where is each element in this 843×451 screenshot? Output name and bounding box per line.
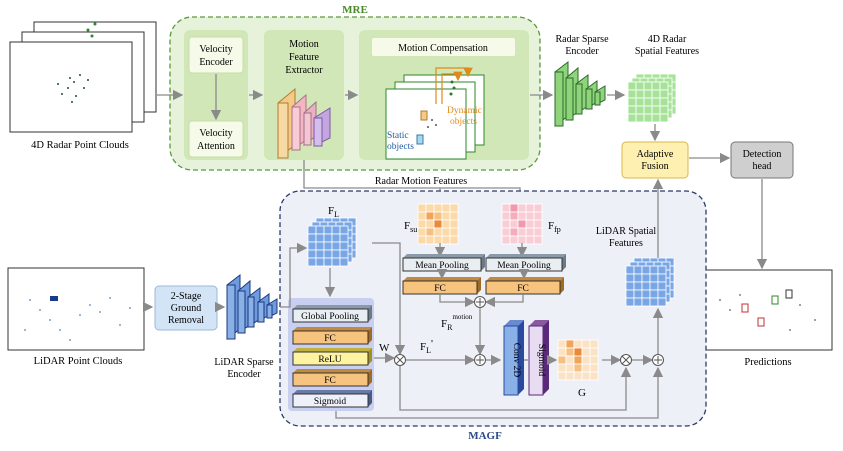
relu-box: ReLU: [292, 348, 372, 366]
fc-box-2: FC: [485, 277, 564, 295]
svg-text:Mean Pooling: Mean Pooling: [415, 261, 469, 271]
se-block-stack: Global Pooling FC ReLU FC Sigmoid: [288, 298, 374, 411]
velocity-encoder-box: [188, 36, 244, 74]
lidar-point-clouds-label: LiDAR Point Clouds: [34, 356, 123, 367]
fc-b-box: FC: [292, 369, 372, 387]
mre-title: MRE: [342, 4, 368, 16]
lidar-point-clouds: [7, 267, 145, 351]
svg-text:Global Pooling: Global Pooling: [301, 312, 359, 322]
global-pooling-box: Global Pooling: [292, 305, 372, 323]
radar-sparse-encoder: [554, 60, 606, 128]
svg-text:FC: FC: [324, 376, 336, 386]
radar-point-clouds-label: 4D Radar Point Clouds: [31, 140, 129, 151]
sigmoid-vertical-block: Sigmoid: [528, 320, 549, 396]
fc-box-1: FC: [402, 277, 481, 295]
g-label: G: [578, 387, 586, 399]
radar-motion-features-label: Radar Motion Features: [375, 176, 467, 187]
ffp-label: Ffp: [548, 220, 561, 234]
fc-a-box: FC: [292, 327, 372, 345]
compensation-frames: [385, 67, 485, 160]
svg-text:Mean Pooling: Mean Pooling: [497, 261, 551, 271]
add-op-1: [474, 296, 486, 308]
motion-compensation-title-box: [372, 38, 515, 56]
svg-text:Sigmoid: Sigmoid: [536, 344, 546, 376]
fl-grid: [307, 217, 357, 267]
w-label: W: [379, 342, 390, 354]
conv2d-block: Conv 2D: [503, 320, 524, 396]
sigmoid-stack-box: Sigmoid: [292, 390, 372, 408]
add-op-3: [652, 354, 664, 366]
fsu-grid: [417, 203, 459, 245]
predictions-image: [703, 269, 833, 351]
multiply-op-2: [620, 354, 632, 366]
add-op-2: [474, 354, 486, 366]
detection-head-box: [730, 141, 794, 179]
magf-title: MAGF: [468, 430, 502, 442]
svg-text:FC: FC: [517, 284, 529, 294]
fl-prime-label: FL': [420, 338, 433, 355]
velocity-attention-box: [188, 120, 244, 158]
g-grid: [557, 339, 599, 381]
lidar-sparse-encoder: [226, 273, 278, 341]
fl-label: FL: [328, 205, 339, 219]
svg-text:Conv 2D: Conv 2D: [511, 343, 521, 378]
svg-text:FC: FC: [434, 284, 446, 294]
lidar-spatial-features-grid: [625, 257, 675, 307]
multiply-op-1: [394, 354, 406, 366]
fr-motion-label: FRmotion: [441, 313, 473, 332]
predictions-label: Predictions: [744, 357, 791, 368]
motion-compensation-label: Motion Compensation: [398, 43, 488, 54]
radar-spatial-features-grid: [627, 73, 677, 123]
svg-text:FC: FC: [324, 334, 336, 344]
adaptive-fusion-box: [621, 141, 689, 179]
radar-point-clouds: [9, 21, 157, 133]
svg-text:ReLU: ReLU: [318, 355, 341, 365]
fsu-label: Fsu: [404, 220, 417, 234]
motion-extractor-blocks: [277, 87, 331, 160]
mean-pooling-1: Mean Pooling: [402, 254, 485, 272]
svg-text:Sigmoid: Sigmoid: [314, 397, 346, 407]
ffp-grid: [501, 203, 543, 245]
magf-module: MAGF: [279, 190, 707, 442]
mean-pooling-2: Mean Pooling: [485, 254, 566, 272]
